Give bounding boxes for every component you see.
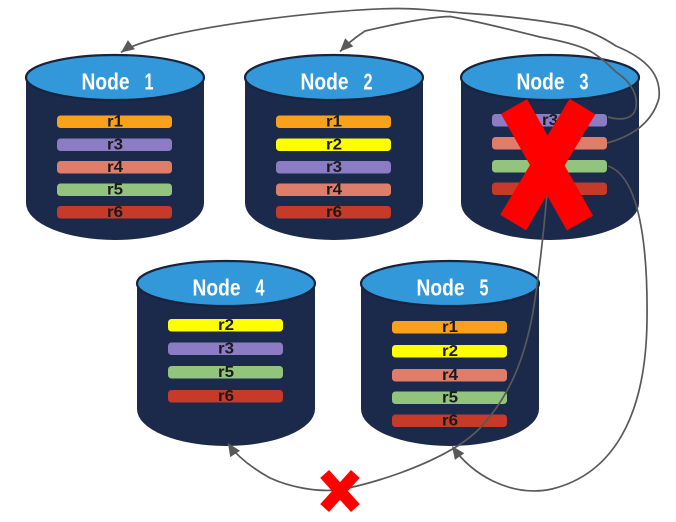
svg-text:3: 3 — [580, 69, 589, 95]
svg-text:r3: r3 — [542, 112, 558, 129]
svg-text:r2: r2 — [326, 137, 342, 154]
svg-text:r2: r2 — [218, 317, 234, 334]
svg-text:r6: r6 — [442, 413, 458, 430]
svg-text:r5: r5 — [442, 390, 459, 407]
svg-text:r1: r1 — [326, 114, 343, 131]
svg-text:Node: Node — [301, 69, 349, 95]
svg-text:r3: r3 — [218, 341, 234, 358]
svg-text:Node: Node — [517, 69, 565, 95]
svg-text:r6: r6 — [326, 204, 342, 221]
svg-text:Node: Node — [417, 275, 465, 301]
svg-text:4: 4 — [256, 275, 265, 301]
svg-text:1: 1 — [145, 69, 154, 95]
svg-text:r3: r3 — [326, 159, 342, 176]
svg-text:r1: r1 — [442, 319, 459, 336]
svg-text:Node: Node — [193, 275, 241, 301]
svg-text:r4: r4 — [107, 159, 124, 176]
svg-text:Node: Node — [82, 69, 130, 95]
svg-text:r4: r4 — [326, 182, 343, 199]
svg-text:r3: r3 — [107, 137, 123, 154]
svg-text:r5: r5 — [218, 364, 235, 381]
svg-text:r4: r4 — [442, 367, 459, 384]
svg-text:r1: r1 — [107, 114, 124, 131]
svg-text:r5: r5 — [107, 182, 124, 199]
svg-text:r2: r2 — [442, 343, 458, 360]
svg-text:5: 5 — [480, 275, 489, 301]
svg-text:r6: r6 — [218, 388, 234, 405]
svg-text:2: 2 — [364, 69, 373, 95]
svg-text:r6: r6 — [107, 204, 123, 221]
